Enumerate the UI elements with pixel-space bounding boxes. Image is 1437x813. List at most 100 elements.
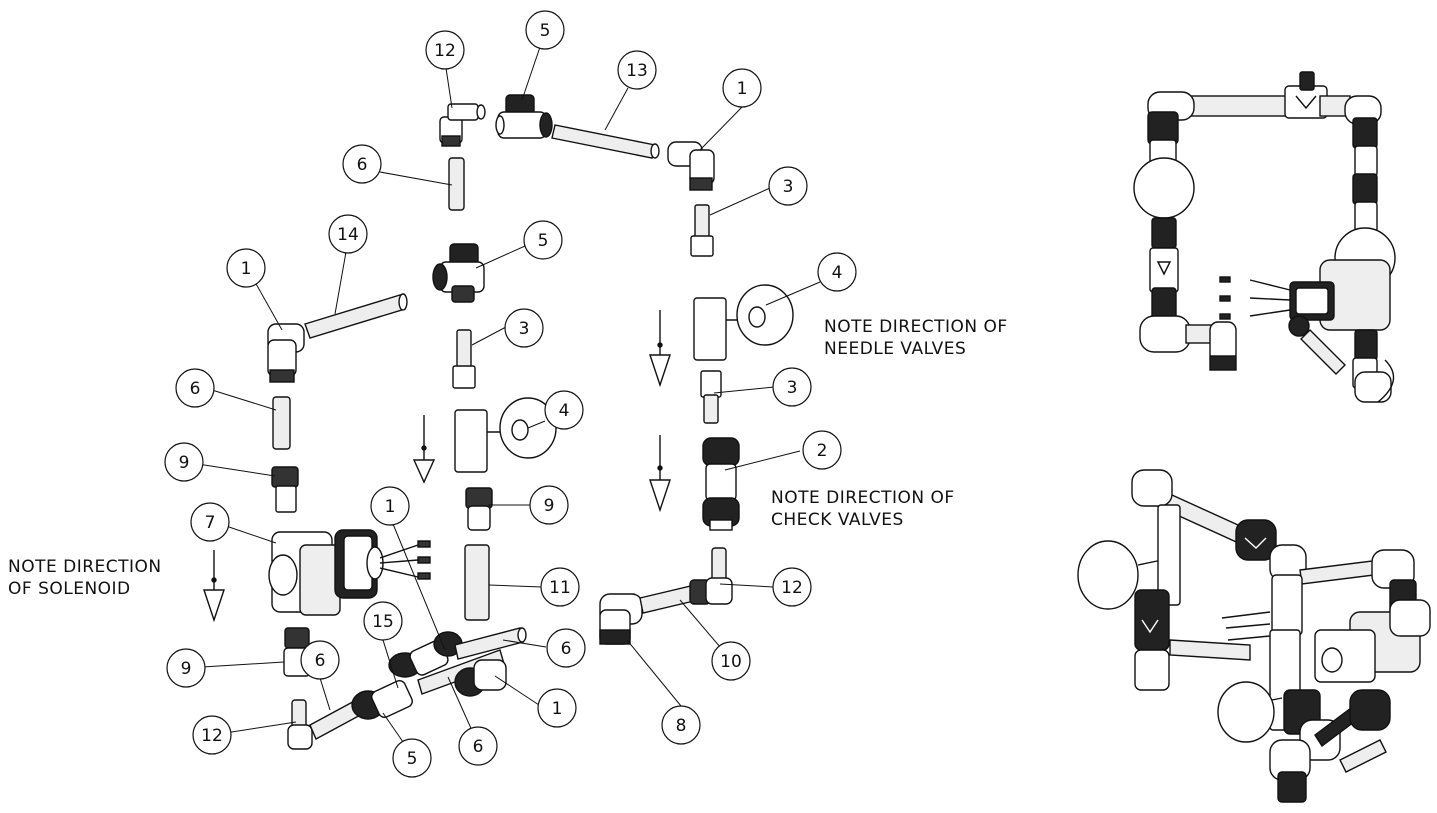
balloon: 12 xyxy=(772,567,812,607)
part-elbow-1-bottom xyxy=(454,659,507,697)
balloon: 8 xyxy=(661,705,701,745)
svg-text:3: 3 xyxy=(519,319,530,339)
balloon: 3 xyxy=(504,308,544,348)
part-tee-middle xyxy=(432,243,485,303)
svg-text:13: 13 xyxy=(626,61,648,81)
svg-text:3: 3 xyxy=(787,378,798,398)
balloon: 9 xyxy=(166,648,206,688)
part-tube-6-a xyxy=(448,157,465,211)
assembled-iso-view xyxy=(1077,469,1431,803)
svg-text:5: 5 xyxy=(538,231,549,251)
balloon: 10 xyxy=(711,641,751,681)
part-nipple-9-left-top xyxy=(271,466,299,513)
svg-text:5: 5 xyxy=(407,749,418,769)
balloon: 13 xyxy=(617,50,657,90)
svg-text:9: 9 xyxy=(179,453,190,473)
direction-arrow-check xyxy=(649,435,671,513)
balloon: 3 xyxy=(772,367,812,407)
balloon: 1 xyxy=(537,688,577,728)
balloon: 1 xyxy=(226,248,266,288)
part-elbow-8 xyxy=(599,593,643,645)
note-line: NOTE DIRECTION OF xyxy=(824,317,1008,337)
svg-text:4: 4 xyxy=(832,263,843,283)
direction-arrow-solenoid xyxy=(203,550,225,623)
note-line: NEEDLE VALVES xyxy=(824,339,967,359)
part-adapter-3-right-top xyxy=(690,204,714,257)
direction-arrow-needle xyxy=(649,310,671,388)
balloon: 5 xyxy=(392,738,432,778)
balloon: 6 xyxy=(342,144,382,184)
part-tube-13 xyxy=(551,124,660,159)
exploded-parts xyxy=(203,94,794,750)
leader-lines xyxy=(184,46,821,753)
svg-text:1: 1 xyxy=(385,497,396,517)
svg-text:14: 14 xyxy=(337,225,359,245)
balloon: 9 xyxy=(164,442,204,482)
svg-text:2: 2 xyxy=(817,441,828,461)
part-nipple-9-center xyxy=(465,487,493,531)
part-adapter-3-middle xyxy=(452,329,476,389)
balloon: 5 xyxy=(523,220,563,260)
svg-text:12: 12 xyxy=(781,578,803,598)
balloon: 5 xyxy=(525,10,565,50)
balloon: 12 xyxy=(425,30,465,70)
svg-text:1: 1 xyxy=(552,699,563,719)
note-needle-valves: NOTE DIRECTION OF NEEDLE VALVES xyxy=(824,316,1008,360)
balloon: 6 xyxy=(175,368,215,408)
note-line: NOTE DIRECTION OF xyxy=(771,488,955,508)
balloon: 9 xyxy=(529,485,569,525)
svg-text:6: 6 xyxy=(190,379,201,399)
part-tube-11 xyxy=(464,544,490,621)
svg-text:6: 6 xyxy=(561,639,572,659)
part-elbow-12-right xyxy=(705,547,733,605)
svg-text:6: 6 xyxy=(315,651,326,671)
part-needle-valve-right xyxy=(693,284,794,361)
svg-text:1: 1 xyxy=(241,259,252,279)
balloon: 12 xyxy=(192,715,232,755)
svg-text:3: 3 xyxy=(783,177,794,197)
part-elbow-1-left xyxy=(267,323,305,383)
part-elbow-top-left xyxy=(439,103,486,147)
balloon: 2 xyxy=(802,430,842,470)
balloon: 1 xyxy=(722,68,762,108)
note-line: CHECK VALVES xyxy=(771,510,904,530)
svg-text:15: 15 xyxy=(372,612,394,632)
svg-text:5: 5 xyxy=(540,21,551,41)
part-tube-14 xyxy=(304,293,408,339)
note-check-valves: NOTE DIRECTION OF CHECK VALVES xyxy=(771,487,955,531)
svg-text:12: 12 xyxy=(201,726,223,746)
direction-arrow-center xyxy=(412,415,436,484)
svg-text:6: 6 xyxy=(473,737,484,757)
balloon: 1 xyxy=(370,486,410,526)
balloon: 4 xyxy=(544,390,584,430)
balloon: 3 xyxy=(768,166,808,206)
part-needle-valve-center xyxy=(454,397,557,473)
svg-text:11: 11 xyxy=(549,578,571,598)
svg-text:1: 1 xyxy=(737,79,748,99)
svg-text:4: 4 xyxy=(559,401,570,421)
part-adapter-3-right-lower xyxy=(700,370,722,424)
balloons: 12 5 13 1 6 3 14 5 1 3 4 4 6 3 9 2 7 1 9… xyxy=(164,10,857,778)
balloon: 14 xyxy=(328,214,368,254)
svg-text:7: 7 xyxy=(205,513,216,533)
svg-text:10: 10 xyxy=(720,652,742,672)
svg-text:8: 8 xyxy=(676,716,687,736)
assembled-front-view xyxy=(1133,71,1396,403)
part-tube-6-left xyxy=(272,396,291,450)
balloon: 6 xyxy=(546,628,586,668)
balloon: 6 xyxy=(458,726,498,766)
balloon: 7 xyxy=(190,502,230,542)
part-elbow-top-right xyxy=(667,141,715,191)
balloon: 6 xyxy=(300,640,340,680)
balloon: 15 xyxy=(363,601,403,641)
svg-text:9: 9 xyxy=(181,659,192,679)
part-tee-top xyxy=(495,94,553,139)
svg-text:9: 9 xyxy=(544,496,555,516)
part-tube-10 xyxy=(639,579,711,614)
part-check-valve xyxy=(702,437,740,531)
part-solenoid-valve xyxy=(268,529,431,616)
svg-text:6: 6 xyxy=(357,155,368,175)
svg-text:12: 12 xyxy=(434,41,456,61)
